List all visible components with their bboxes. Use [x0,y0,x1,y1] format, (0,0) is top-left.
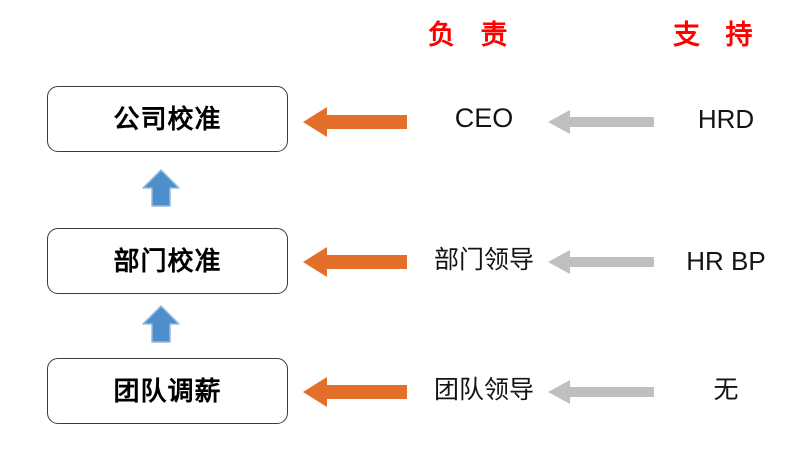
column-header-responsible: 负 责 [428,20,517,50]
arrow-left-orange-icon [303,375,407,409]
process-box-team[interactable]: 团队调薪 [47,358,288,424]
arrow-up-icon [141,168,181,208]
support-role-label: 无 [713,375,739,404]
arrow-left-gray-icon [548,375,654,409]
responsible-role-label: CEO [454,103,514,133]
column-header-support: 支 持 [673,20,762,50]
process-box-label: 团队调薪 [113,376,222,406]
arrow-left-orange-icon [303,105,407,139]
process-box-company[interactable]: 公司校准 [47,86,288,152]
support-role-label: HRD [697,104,755,134]
arrow-up-icon [141,304,181,344]
support-role-label: HR BP [686,246,766,276]
responsible-role-label: 团队领导 [433,375,534,404]
arrow-left-gray-icon [548,105,654,139]
process-box-label: 公司校准 [113,104,222,134]
arrow-left-gray-icon [548,245,654,279]
process-box-department[interactable]: 部门校准 [47,228,288,294]
arrow-left-orange-icon [303,245,407,279]
responsible-role-label: 部门领导 [433,245,534,274]
process-box-label: 部门校准 [113,246,222,276]
